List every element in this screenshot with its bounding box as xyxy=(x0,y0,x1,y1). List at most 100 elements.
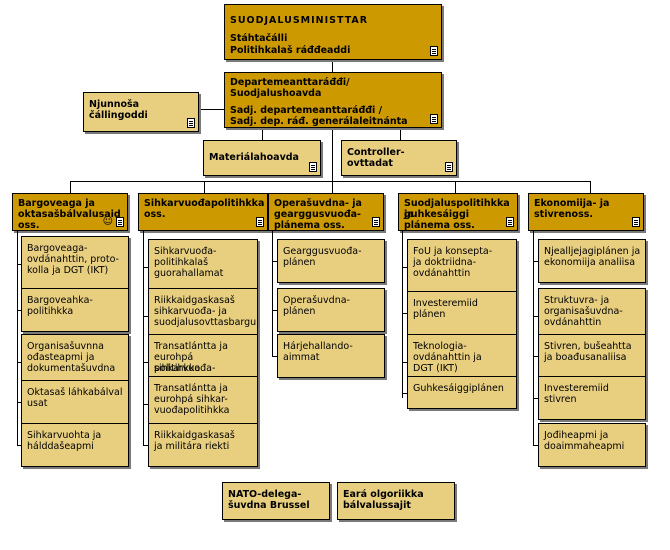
sub-connector xyxy=(17,445,21,446)
box-label: oss. xyxy=(144,209,166,220)
box-label: Eará olgoriikka xyxy=(343,489,424,500)
box-label: stivrenoss. xyxy=(534,209,593,220)
box-label: Bargoveaga ja xyxy=(18,198,95,209)
box-label: Sadj. departemeanttaráđđi / xyxy=(230,105,383,116)
subunit-box[interactable]: Guhkesáiggiplánen xyxy=(407,376,517,409)
subunit-box[interactable]: Gearggusvuođa-plánen xyxy=(277,239,385,283)
sub-connector xyxy=(272,356,277,357)
subunit-label: eurohpá sihkarvuođa- xyxy=(154,352,216,374)
box-label: ovttadat xyxy=(347,158,393,169)
subunit-label: usat xyxy=(27,398,48,409)
sub-connector xyxy=(143,404,148,405)
document-icon[interactable] xyxy=(632,217,640,227)
minister-sub2: Politihkalaš ráđđeaddi xyxy=(230,45,351,56)
document-icon[interactable] xyxy=(256,217,264,227)
subunit-label: Struktuvra- ja xyxy=(544,295,610,306)
document-icon[interactable] xyxy=(309,162,317,172)
document-icon[interactable] xyxy=(430,46,438,56)
connector-horizontal-bus xyxy=(70,181,590,182)
subunit-label: Operašuvdna- xyxy=(283,295,350,306)
subunit-label: politihkka xyxy=(27,306,74,317)
box-label: Njunnoša xyxy=(89,99,140,110)
subunit-label: DGT (IKT) xyxy=(413,363,458,374)
nato-box[interactable]: NATO-delega-šuvdna Brussel xyxy=(222,482,330,520)
subunit-label: organisašuvdna- xyxy=(544,306,623,317)
subunit-label: dokumentašuvdna xyxy=(27,363,116,374)
subunit-box[interactable]: FoU ja konsepta-ja doktriidna-ovdánahtti… xyxy=(407,239,517,294)
sub-connector xyxy=(17,264,21,265)
sub-connector xyxy=(533,356,538,357)
box-label: Sihkarvuođapolitihkka xyxy=(144,198,265,209)
connector-dept-0 xyxy=(70,181,71,193)
subunit-label: ovdánahttin, proto- xyxy=(27,254,119,265)
document-icon[interactable] xyxy=(372,217,380,227)
subunit-box[interactable]: Hárjehallando-aimmat xyxy=(277,334,385,378)
document-icon[interactable] xyxy=(445,162,453,172)
connector-dept-bus xyxy=(332,128,333,190)
box-label: Suodjalushoavda xyxy=(230,88,322,99)
box-label: Materiálahoavda xyxy=(209,152,299,163)
box-label: oktasašbálvalusaid xyxy=(18,209,121,220)
sub-connector xyxy=(402,393,407,394)
box-label: oss. xyxy=(18,220,40,231)
subunit-label: Stivren, bušeahtta xyxy=(544,341,632,352)
subunit-label: ođasteapmi ja xyxy=(27,352,95,363)
box-label: Suodjaluspolitihkka ja xyxy=(404,198,510,220)
connector-njunnosa xyxy=(188,109,224,110)
sub-connector xyxy=(402,267,407,268)
connector-dept-3 xyxy=(455,181,456,193)
subunit-label: plánen xyxy=(413,309,446,320)
subunit-label: Teknologia- xyxy=(413,341,467,352)
connector-materiala xyxy=(262,128,263,140)
subunit-label: Transatlántta ja xyxy=(154,383,228,394)
subunit-box[interactable]: Bargoveahka-politihkka xyxy=(21,288,129,332)
sub-connector xyxy=(533,316,538,317)
subunit-label: stivren xyxy=(544,394,577,405)
subunit-box[interactable]: Operašuvdna-plánen xyxy=(277,288,385,332)
subunit-label: Bargoveahka- xyxy=(27,295,93,306)
subunit-label: plánen xyxy=(283,306,316,317)
sub-connector xyxy=(533,261,538,262)
minister-title: SUODJALUSMINISTTAR xyxy=(230,15,369,26)
sub-connector xyxy=(402,362,407,363)
subunit-label: guorahallamat xyxy=(154,268,224,279)
controller-box[interactable]: Controller-ovttadat xyxy=(341,140,457,176)
subunit-label: Jođiheapmi ja xyxy=(544,430,609,441)
materiala-box[interactable]: Materiálahoavda xyxy=(203,140,321,176)
box-label: gearggusvuođa- xyxy=(274,209,361,220)
subunit-label: ovdánahttin ja xyxy=(413,352,482,363)
box-label: Ekonomiija- ja xyxy=(534,198,610,209)
sub-connector xyxy=(17,310,21,311)
box-label: Operašuvdna- ja xyxy=(274,198,362,209)
subunit-label: ja boađusanaliisa xyxy=(544,352,627,363)
document-icon[interactable] xyxy=(430,114,438,124)
subunit-box[interactable]: Bargoveaga-ovdánahttin, proto-kolla ja D… xyxy=(21,236,129,291)
document-icon[interactable] xyxy=(506,217,514,227)
subunit-label: Gearggusvuođa- xyxy=(283,246,362,257)
document-icon[interactable] xyxy=(116,217,124,227)
document-icon[interactable] xyxy=(187,118,195,128)
box-label: plánema oss. xyxy=(274,220,345,231)
